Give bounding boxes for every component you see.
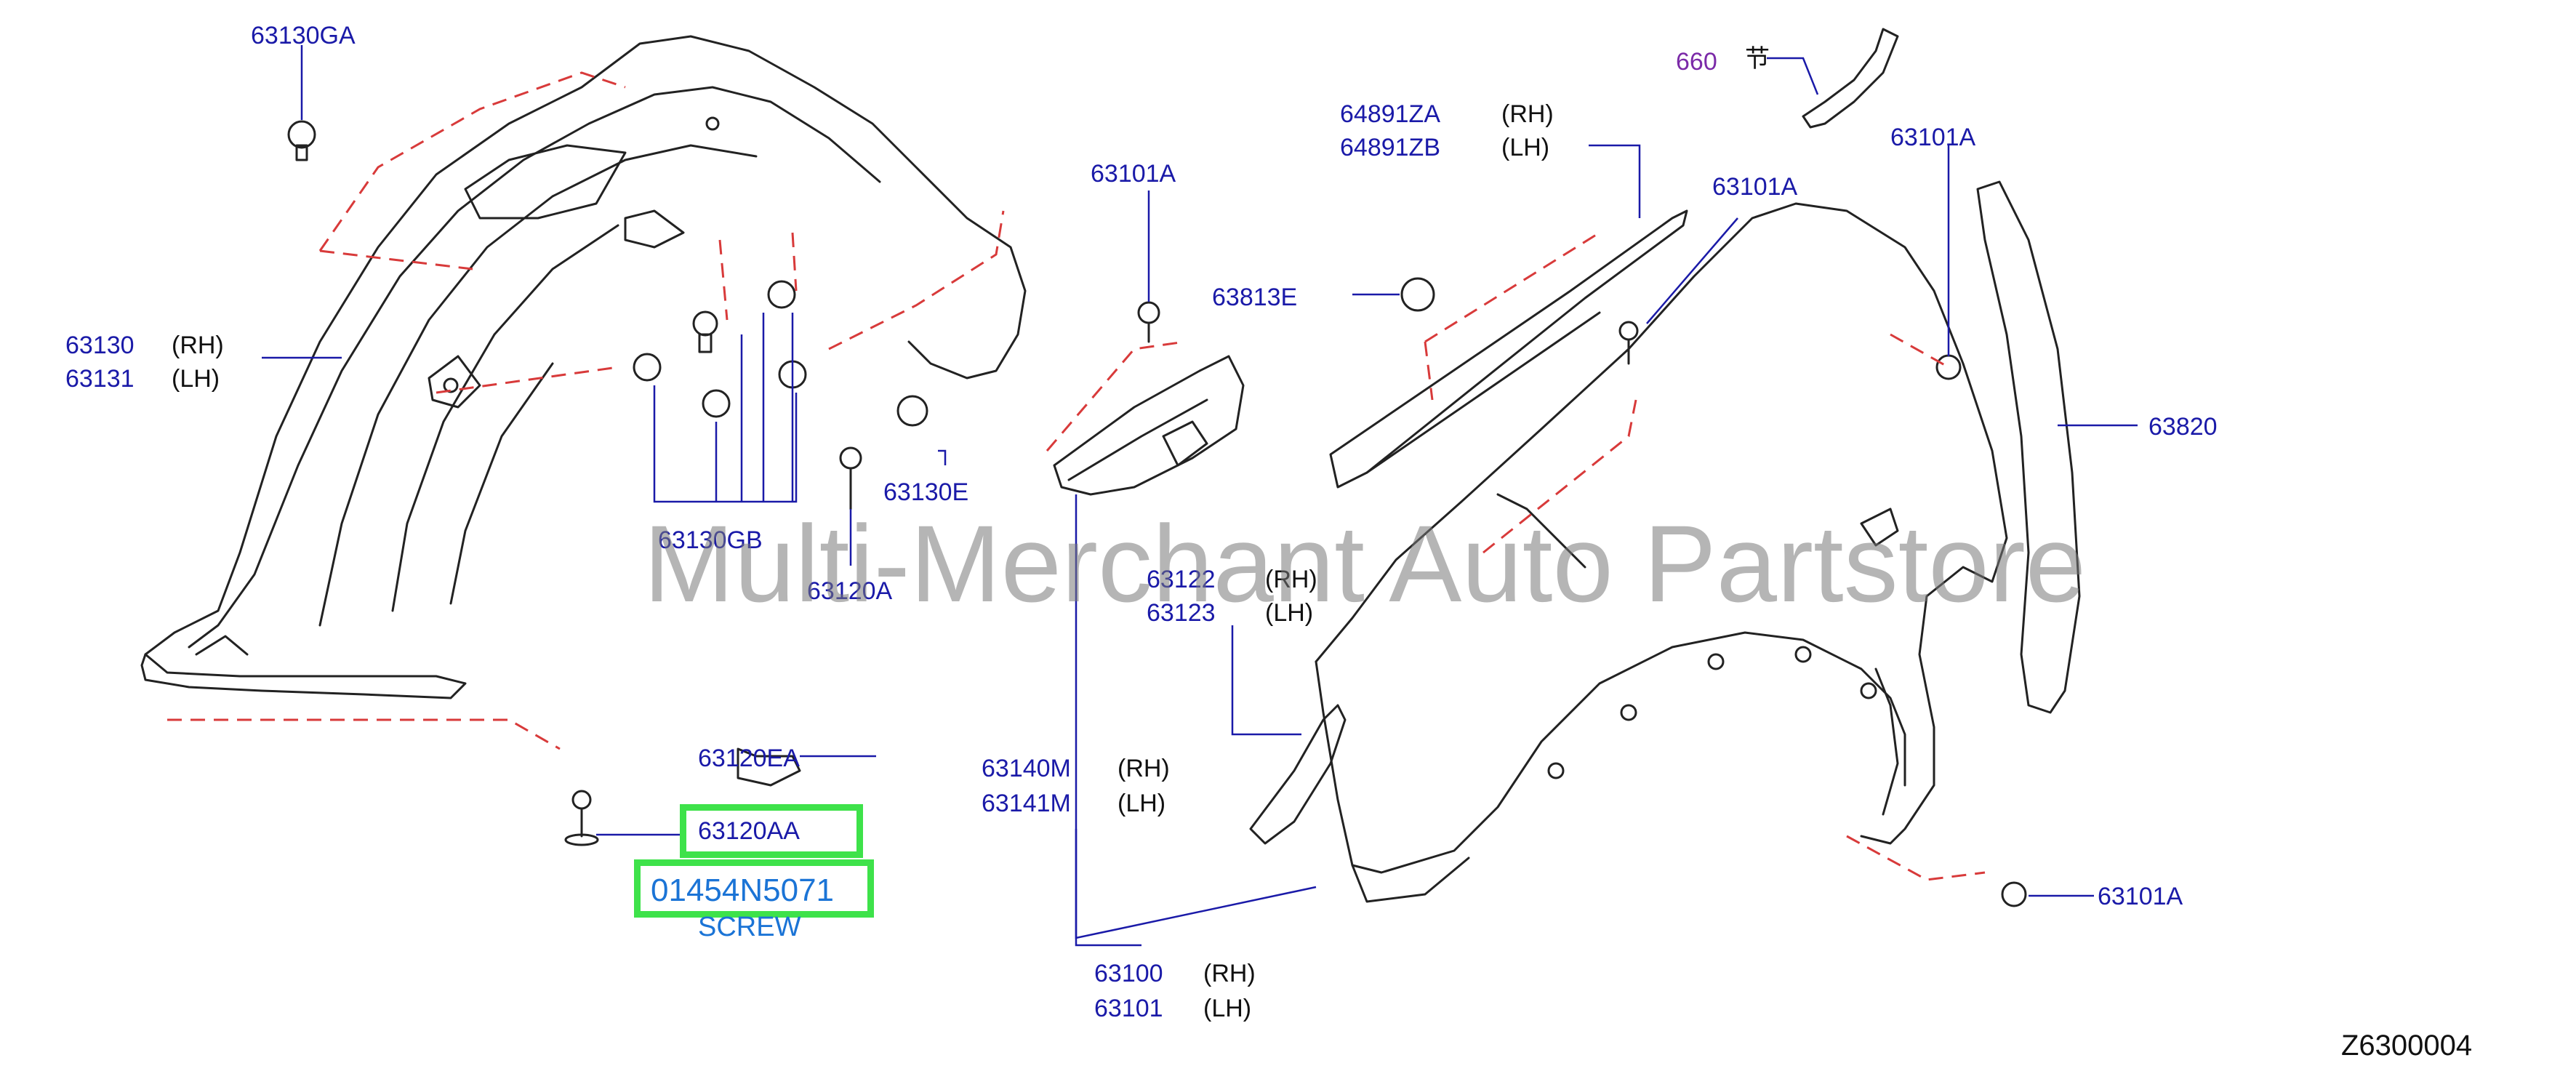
label-63131-side: (LH) (172, 365, 220, 393)
label-63101A-top-right: 63101A (1890, 124, 1976, 151)
label-63100-side: (RH) (1203, 960, 1256, 987)
label-64891ZB: 64891ZB (1340, 134, 1440, 161)
label-63123-side: (LH) (1265, 599, 1314, 627)
label-64891ZA: 64891ZA (1340, 100, 1440, 128)
label-63141M: 63141M (982, 790, 1071, 817)
leader-lines (262, 45, 2138, 947)
label-63101A-molding: 63101A (1712, 173, 1798, 201)
label-64891ZA-side: (RH) (1501, 100, 1554, 128)
label-63122-side: (RH) (1265, 566, 1317, 593)
label-63122: 63122 (1147, 566, 1216, 593)
label-63813E: 63813E (1212, 284, 1298, 311)
label-63101A-bottom-right: 63101A (2098, 883, 2183, 910)
label-63120EA: 63120EA (698, 745, 800, 772)
label-63120AA: 63120AA (698, 817, 800, 845)
label-63130GA: 63130GA (251, 22, 356, 49)
label-63131: 63131 (65, 365, 135, 393)
label-63140M: 63140M (982, 755, 1071, 782)
label-63141M-side: (LH) (1118, 790, 1166, 817)
highlight-box-63120AA (680, 804, 863, 858)
label-63120A: 63120A (807, 577, 893, 605)
label-screw: SCREW (698, 912, 801, 942)
label-64891ZB-side: (LH) (1501, 134, 1550, 161)
label-63100: 63100 (1094, 960, 1163, 987)
label-660-char: 节 (1745, 45, 1770, 73)
label-63130-side: (RH) (172, 332, 224, 359)
dashed-reference-lines (167, 71, 1986, 881)
figure-id: Z6300004 (2341, 1030, 2473, 1062)
label-63123: 63123 (1147, 599, 1216, 627)
highlight-box-01454N5071 (634, 859, 874, 918)
label-63140M-side: (RH) (1118, 755, 1170, 782)
label-01454N5071: 01454N5071 (651, 873, 835, 908)
label-63820: 63820 (2148, 413, 2218, 441)
label-63130: 63130 (65, 332, 135, 359)
watermark: Multi-Merchant Auto Partstore (643, 502, 2087, 625)
label-63101-side: (LH) (1203, 995, 1252, 1022)
moulding-63122-drawing (1249, 704, 1347, 845)
label-63101: 63101 (1094, 995, 1163, 1022)
seal-drawing (1976, 180, 2081, 714)
label-63101A-bracket: 63101A (1091, 160, 1176, 188)
bracket-drawing (1053, 355, 1245, 496)
molding-drawing (1329, 209, 1688, 489)
label-63130GB: 63130GB (658, 526, 763, 554)
fender-liner-drawing (140, 35, 1027, 699)
label-63130E: 63130E (883, 478, 969, 506)
fastener-drawings (287, 120, 2027, 907)
strip-660-drawing (1802, 28, 1899, 129)
label-660: 660 (1676, 48, 1717, 76)
